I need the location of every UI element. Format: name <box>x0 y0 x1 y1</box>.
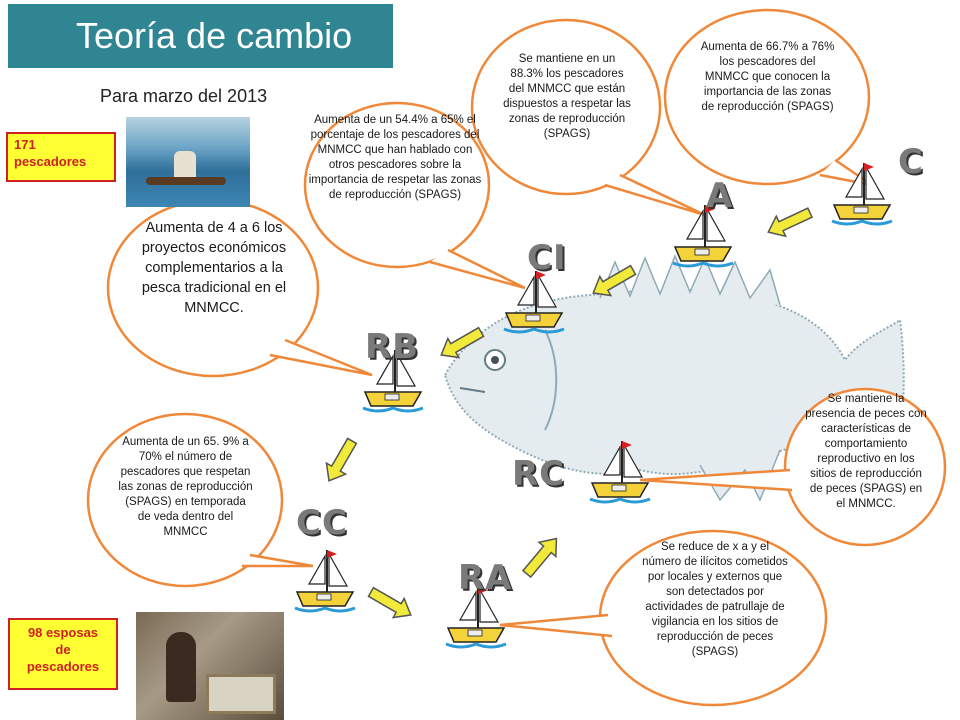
callout-bubble-cc <box>86 412 314 588</box>
node-label-cc: CC <box>296 503 348 543</box>
node-label-c: C <box>898 142 924 182</box>
page-title: Teoría de cambio <box>76 15 353 56</box>
arrow-ci-to-rb <box>440 326 485 359</box>
women-photo <box>136 612 284 720</box>
arrow-c-to-a <box>767 207 814 238</box>
callout-text-c: Aumenta de 66.7% a 76% los pescadores de… <box>700 41 835 113</box>
callout-text-ci: Aumenta de un 54.4% a 65% el porcentaje … <box>308 114 482 201</box>
arrow-cc-to-ra <box>367 586 412 619</box>
badge-fishermen-count: 171 pescadores <box>6 132 116 182</box>
badge-wives-count: 98 esposas de pescadores <box>8 618 118 690</box>
boat-icon-cc <box>293 548 357 613</box>
node-label-rb: RB <box>365 327 420 367</box>
node-label-ci: CI <box>527 238 567 278</box>
callout-text-a: Se mantiene en un 88.3% los pescadores d… <box>503 53 631 140</box>
callout-bubble-ra <box>499 529 828 707</box>
arrow-rb-to-cc <box>325 437 358 482</box>
callout-bubble-c <box>663 8 873 187</box>
badge-fishermen-text: 171 pescadores <box>14 137 87 169</box>
callout-text-cc: Aumenta de un 65. 9% a 70% el número de … <box>118 436 253 538</box>
callout-bubble-ci <box>303 101 526 290</box>
callout-text-rc: Se mantiene la presencia de peces con ca… <box>805 393 927 510</box>
node-label-ra: RA <box>458 558 513 598</box>
callout-bubble-rc <box>639 387 947 547</box>
fisherman-photo <box>126 117 250 207</box>
callout-bubble-a <box>470 18 706 217</box>
arrow-a-to-ci <box>592 264 637 297</box>
callout-text-ra: Se reduce de x a y el número de ilícitos… <box>642 541 788 658</box>
node-label-a: A <box>706 176 734 216</box>
arrow-ra-to-rc <box>521 537 558 579</box>
title-banner: Teoría de cambio <box>8 4 393 68</box>
callout-text-rb: Aumenta de 4 a 6 los proyectos económico… <box>141 220 287 316</box>
node-label-rc: RC <box>512 454 566 494</box>
subtitle: Para marzo del 2013 <box>100 86 268 106</box>
badge-wives-text: 98 esposas de pescadores <box>26 625 100 674</box>
